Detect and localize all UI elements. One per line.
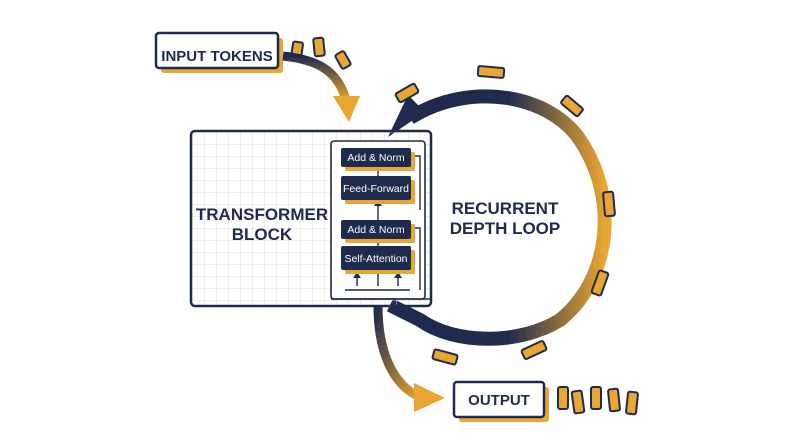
layer-feed-forward: Feed-Forward xyxy=(341,176,415,204)
token-chip xyxy=(334,50,352,70)
input-tokens-box: INPUT TOKENS xyxy=(154,31,283,73)
recurrent-loop-ring xyxy=(386,89,612,346)
token-chip xyxy=(312,36,326,58)
transformer-title-line1: TRANSFORMER xyxy=(196,205,328,224)
output-box: OUTPUT xyxy=(452,380,549,422)
layer-add-norm-bottom: Add & Norm xyxy=(341,220,415,243)
layer-add-norm-top: Add & Norm xyxy=(341,148,415,171)
add-norm-top-label: Add & Norm xyxy=(347,152,404,164)
input-tokens-label: INPUT TOKENS xyxy=(161,48,272,65)
loop-token-chips xyxy=(394,65,616,366)
output-arrow xyxy=(373,305,445,412)
transformer-title-line2: BLOCK xyxy=(232,225,293,244)
loop-title-line1: RECURRENT xyxy=(452,199,559,218)
self-attention-label: Self-Attention xyxy=(344,253,407,265)
input-arrow xyxy=(282,51,360,122)
output-label: OUTPUT xyxy=(468,392,530,409)
layer-self-attention: Self-Attention xyxy=(341,246,415,274)
add-norm-bottom-label: Add & Norm xyxy=(347,224,404,236)
output-token-chips xyxy=(557,386,639,416)
loop-arrowhead xyxy=(388,95,425,137)
loop-title-line2: DEPTH LOOP xyxy=(450,219,561,238)
feed-forward-label: Feed-Forward xyxy=(343,183,409,195)
